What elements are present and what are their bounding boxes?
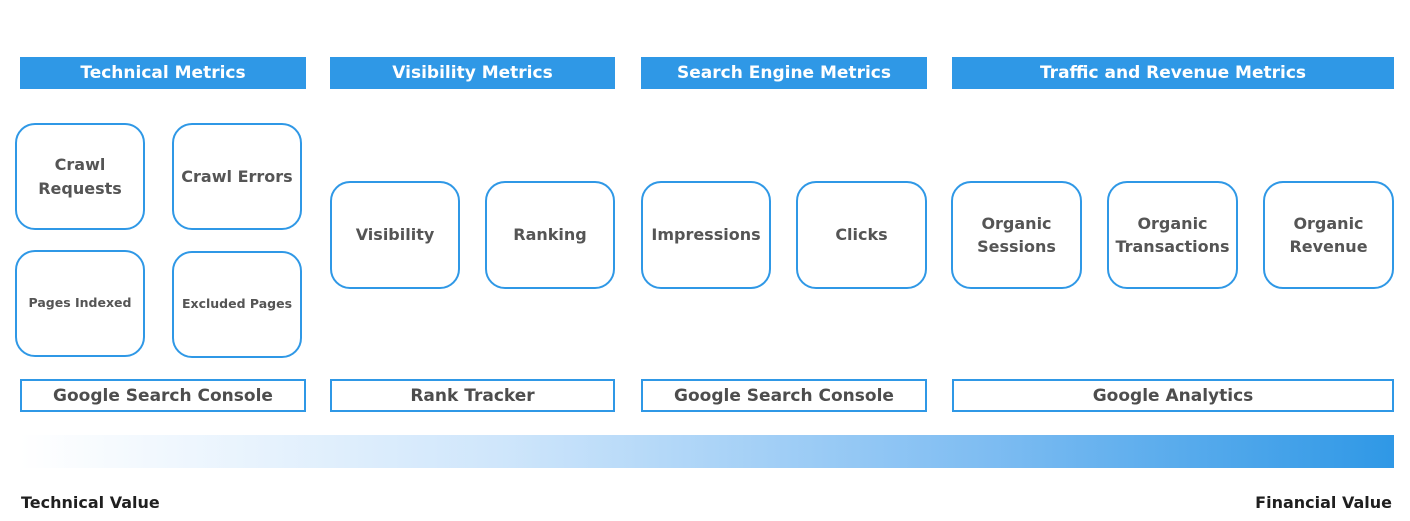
tool-google-search-console-1: Google Search Console	[20, 379, 306, 412]
technical-value-label: Technical Value	[21, 493, 160, 512]
tool-google-search-console-2: Google Search Console	[641, 379, 927, 412]
header-traffic-revenue-metrics: Traffic and Revenue Metrics	[952, 57, 1394, 89]
header-visibility-metrics: Visibility Metrics	[330, 57, 615, 89]
box-pages-indexed: Pages Indexed	[15, 250, 145, 357]
header-search-engine-metrics: Search Engine Metrics	[641, 57, 927, 89]
box-clicks: Clicks	[796, 181, 927, 289]
box-organic-revenue: Organic Revenue	[1263, 181, 1394, 289]
value-gradient-bar	[20, 435, 1394, 468]
header-technical-metrics: Technical Metrics	[20, 57, 306, 89]
box-organic-sessions: Organic Sessions	[951, 181, 1082, 289]
box-crawl-errors: Crawl Errors	[172, 123, 302, 230]
box-crawl-requests: Crawl Requests	[15, 123, 145, 230]
financial-value-label: Financial Value	[1255, 493, 1392, 512]
box-ranking: Ranking	[485, 181, 615, 289]
box-visibility: Visibility	[330, 181, 460, 289]
tool-rank-tracker: Rank Tracker	[330, 379, 615, 412]
box-organic-transactions: Organic Transactions	[1107, 181, 1238, 289]
box-impressions: Impressions	[641, 181, 771, 289]
tool-google-analytics: Google Analytics	[952, 379, 1394, 412]
box-excluded-pages: Excluded Pages	[172, 251, 302, 358]
